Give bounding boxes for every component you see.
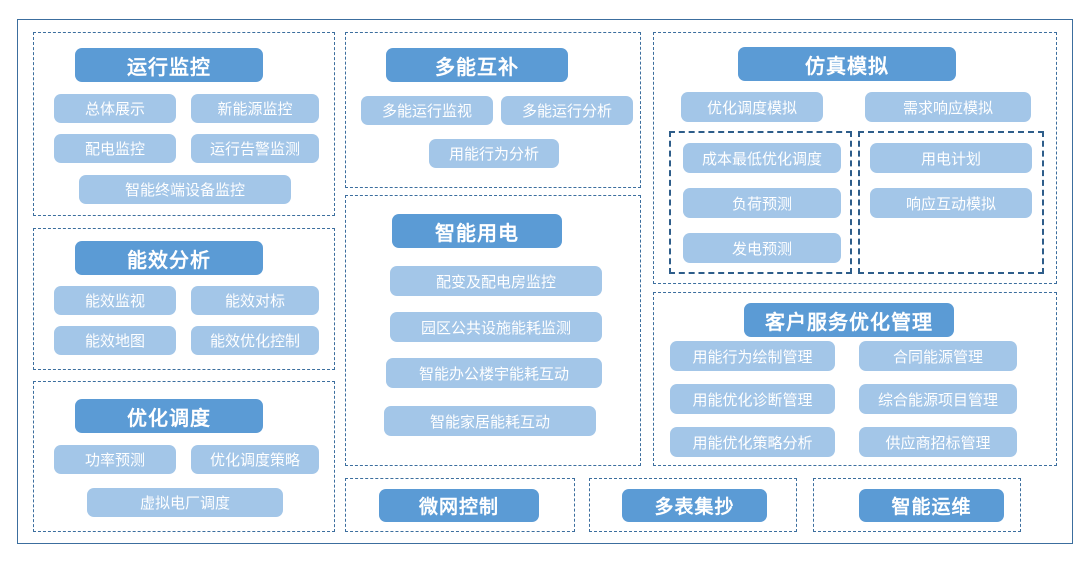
- item-overall-display[interactable]: 总体展示: [54, 94, 176, 123]
- panel-title-efficiency-analysis: 能效分析: [75, 241, 263, 275]
- item-response-interaction-simulation[interactable]: 响应互动模拟: [870, 188, 1032, 218]
- item-contract-energy-management[interactable]: 合同能源管理: [859, 341, 1017, 371]
- item-multi-energy-operation-analysis[interactable]: 多能运行分析: [501, 96, 633, 125]
- item-efficiency-benchmark[interactable]: 能效对标: [191, 286, 319, 315]
- panel-title-smart-operation[interactable]: 智能运维: [859, 489, 1004, 522]
- item-distribution-monitoring[interactable]: 配电监控: [54, 134, 176, 163]
- panel-title-multi-energy: 多能互补: [386, 48, 568, 82]
- panel-smart-operation: 智能运维: [813, 478, 1021, 532]
- subpanel-simulation-right: 用电计划 响应互动模拟: [858, 131, 1044, 274]
- item-park-public-facility-energy-monitoring[interactable]: 园区公共设施能耗监测: [390, 312, 602, 342]
- item-efficiency-map[interactable]: 能效地图: [54, 326, 176, 355]
- panel-smart-electricity: 智能用电 配变及配电房监控 园区公共设施能耗监测 智能办公楼宇能耗互动 智能家居…: [345, 195, 641, 466]
- item-supplier-bidding-management[interactable]: 供应商招标管理: [859, 427, 1017, 457]
- subpanel-simulation-left: 成本最低优化调度 负荷预测 发电预测: [669, 131, 852, 274]
- item-energy-optimization-diagnosis-management[interactable]: 用能优化诊断管理: [670, 384, 835, 414]
- item-generation-forecast[interactable]: 发电预测: [683, 233, 841, 263]
- panel-microgrid-control: 微网控制: [345, 478, 575, 532]
- item-lowest-cost-optimal-dispatch[interactable]: 成本最低优化调度: [683, 143, 841, 173]
- item-smart-office-building-energy-interaction[interactable]: 智能办公楼宇能耗互动: [386, 358, 602, 388]
- item-demand-response-simulation[interactable]: 需求响应模拟: [865, 92, 1031, 122]
- panel-title-simulation: 仿真模拟: [738, 47, 956, 81]
- panel-title-optimal-dispatch: 优化调度: [75, 399, 263, 433]
- item-new-energy-monitoring[interactable]: 新能源监控: [191, 94, 319, 123]
- item-electricity-usage-plan[interactable]: 用电计划: [870, 143, 1032, 173]
- item-efficiency-optimization-control[interactable]: 能效优化控制: [191, 326, 319, 355]
- item-virtual-power-plant-dispatch[interactable]: 虚拟电厂调度: [87, 488, 283, 517]
- item-smart-home-energy-interaction[interactable]: 智能家居能耗互动: [384, 406, 596, 436]
- panel-optimal-dispatch: 优化调度 功率预测 优化调度策略 虚拟电厂调度: [33, 381, 335, 532]
- item-transformer-room-monitoring[interactable]: 配变及配电房监控: [390, 266, 602, 296]
- panel-title-smart-electricity: 智能用电: [392, 214, 562, 248]
- item-smart-terminal-device-monitoring[interactable]: 智能终端设备监控: [79, 175, 291, 204]
- item-integrated-energy-project-management[interactable]: 综合能源项目管理: [859, 384, 1017, 414]
- item-power-forecast[interactable]: 功率预测: [54, 445, 176, 474]
- panel-title-customer-service: 客户服务优化管理: [744, 303, 954, 337]
- item-multi-energy-operation-monitor[interactable]: 多能运行监视: [361, 96, 493, 125]
- item-energy-behavior-profiling-management[interactable]: 用能行为绘制管理: [670, 341, 835, 371]
- item-efficiency-monitoring[interactable]: 能效监视: [54, 286, 176, 315]
- item-load-forecast[interactable]: 负荷预测: [683, 188, 841, 218]
- panel-operation-monitoring: 运行监控 总体展示 新能源监控 配电监控 运行告警监测 智能终端设备监控: [33, 32, 335, 216]
- item-operation-alarm-monitoring[interactable]: 运行告警监测: [191, 134, 319, 163]
- panel-title-operation-monitoring: 运行监控: [75, 48, 263, 82]
- item-energy-usage-behavior-analysis[interactable]: 用能行为分析: [429, 139, 559, 168]
- panel-title-microgrid-control[interactable]: 微网控制: [379, 489, 539, 522]
- panel-multi-energy: 多能互补 多能运行监视 多能运行分析 用能行为分析: [345, 32, 641, 188]
- panel-customer-service: 客户服务优化管理 用能行为绘制管理 合同能源管理 用能优化诊断管理 综合能源项目…: [653, 292, 1057, 466]
- item-optimal-dispatch-simulation[interactable]: 优化调度模拟: [681, 92, 823, 122]
- panel-efficiency-analysis: 能效分析 能效监视 能效对标 能效地图 能效优化控制: [33, 228, 335, 370]
- item-energy-optimization-strategy-analysis[interactable]: 用能优化策略分析: [670, 427, 835, 457]
- panel-title-multi-meter-reading[interactable]: 多表集抄: [622, 489, 767, 522]
- panel-simulation: 仿真模拟 优化调度模拟 需求响应模拟 成本最低优化调度 负荷预测 发电预测 用电…: [653, 32, 1057, 284]
- panel-multi-meter-reading: 多表集抄: [589, 478, 797, 532]
- item-optimal-dispatch-strategy[interactable]: 优化调度策略: [191, 445, 319, 474]
